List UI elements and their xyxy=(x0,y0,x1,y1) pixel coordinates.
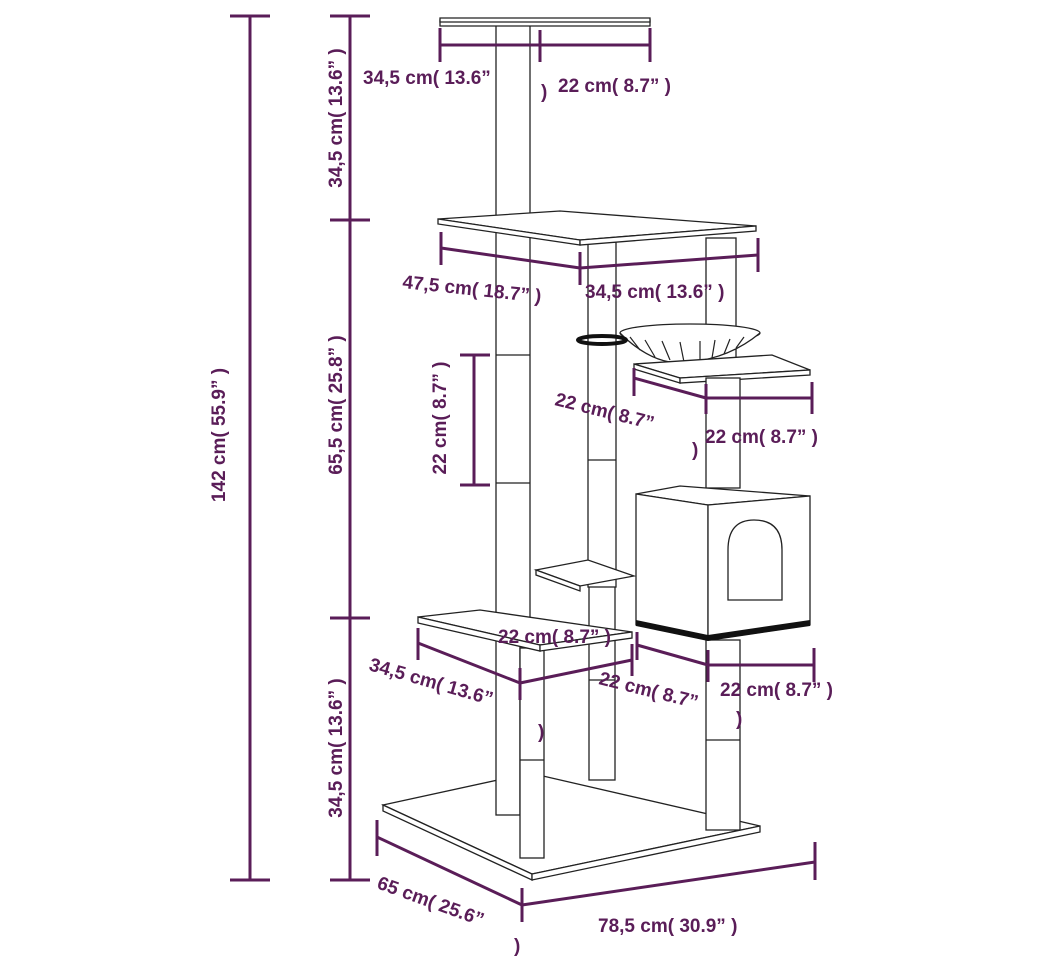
label-lower-platform-width-close: ) xyxy=(538,722,544,743)
condo-base-trim xyxy=(636,620,810,641)
label-total-height: 142 cm( 55.9” ) xyxy=(209,368,230,502)
label-lower-platform-depth: 22 cm( 8.7” ) xyxy=(498,627,611,648)
label-top-platform-depth: 22 cm( 8.7” ) xyxy=(558,76,671,97)
top-post xyxy=(495,23,531,225)
hammock xyxy=(619,323,761,364)
base-plate-edge-right xyxy=(531,825,761,881)
condo-post xyxy=(705,377,741,489)
label-top-platform-width-close: ) xyxy=(541,82,547,103)
post-ring xyxy=(576,334,628,346)
top-platform-face xyxy=(439,17,651,23)
label-lower-platform-width: 34,5 cm( 13.6” xyxy=(367,655,496,710)
label-bottom-section-height: 34,5 cm( 13.6” ) xyxy=(326,678,347,817)
base-post-right xyxy=(705,639,741,831)
step-platform-edge xyxy=(535,569,581,592)
label-small-platform-depth: 22 cm( 8.7” ) xyxy=(705,427,818,448)
label-condo-depth: 22 cm( 8.7” ) xyxy=(720,680,833,701)
dimension-lines xyxy=(230,14,817,922)
label-middle-section-height: 65,5 cm( 25.8” ) xyxy=(326,335,347,474)
condo xyxy=(635,485,811,641)
label-condo-width-close: ) xyxy=(736,709,742,730)
lower-platform-edge-right xyxy=(539,631,633,652)
step-platform xyxy=(533,559,637,587)
label-small-platform-width-close: ) xyxy=(692,440,698,461)
label-base-depth-close: ) xyxy=(514,936,520,957)
label-post-segment-height: 22 cm( 8.7” ) xyxy=(430,362,451,475)
label-base-width: 78,5 cm( 30.9” ) xyxy=(598,916,737,937)
label-middle-platform-depth: 34,5 cm( 13.6” ) xyxy=(585,282,724,303)
middle-platform-edge-right xyxy=(579,225,757,246)
label-top-section-height: 34,5 cm( 13.6” ) xyxy=(326,48,347,187)
label-top-platform-width: 34,5 cm( 13.6” xyxy=(363,68,491,89)
base-plate xyxy=(380,772,761,875)
tall-post-mid xyxy=(587,241,617,588)
base-post-left xyxy=(495,619,521,816)
